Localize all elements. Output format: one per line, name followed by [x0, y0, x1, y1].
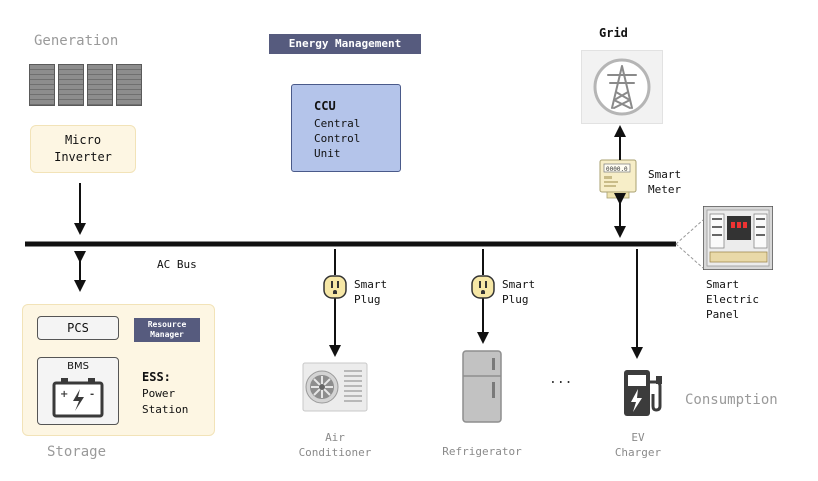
ac-bus-label: AC Bus: [157, 258, 197, 271]
pcs-box: PCS: [37, 316, 119, 340]
battery-icon: + -: [52, 378, 104, 418]
svg-text:+: +: [60, 389, 68, 400]
energy-management-title: Energy Management: [269, 34, 421, 54]
smart-plug-icon: [471, 275, 495, 299]
smart-meter-label: Smart Meter: [648, 168, 682, 196]
svg-text:-: -: [90, 389, 94, 400]
storage-title: Storage: [47, 444, 107, 460]
device-label-refrigerator: Refrigerator: [442, 445, 522, 458]
electric-panel-icon: [702, 205, 774, 271]
micro-inverter-label: Micro Inverter: [54, 133, 112, 164]
bms-label: BMS: [67, 361, 89, 372]
resource-manager-box: Resource Manager: [134, 318, 200, 342]
grid-box: [581, 50, 663, 124]
ccu-description: Central Control Unit: [314, 117, 361, 160]
solar-panel-icon: [29, 64, 142, 108]
transmission-tower-icon: [593, 58, 651, 116]
ess-text: ESS: Power Station: [142, 369, 188, 418]
smart-meter-icon: 0000.0: [598, 159, 638, 199]
ess-title: ESS:: [142, 370, 171, 384]
smart-electric-panel-label: Smart Electric Panel: [706, 278, 759, 321]
device-label-air-conditioner: Air Conditioner: [298, 431, 372, 459]
generation-title: Generation: [34, 33, 119, 49]
more-devices-ellipsis: ...: [549, 372, 573, 387]
smart-plug-label-fridge: Smart Plug: [502, 278, 536, 306]
panel-callout-line: [675, 219, 704, 245]
bms-box: BMS + -: [37, 357, 119, 425]
air-conditioner-icon: [302, 362, 368, 412]
ess-description: Power Station: [142, 387, 189, 416]
ccu-box: CCU Central Control Unit: [291, 84, 401, 172]
device-label-ev-charger: EV Charger: [614, 431, 662, 459]
smart-plug-icon: [323, 275, 347, 299]
grid-title: Grid: [599, 26, 628, 40]
svg-text:0000.0: 0000.0: [606, 166, 628, 173]
consumption-title: Consumption: [685, 392, 778, 408]
smart-plug-label-ac: Smart Plug: [354, 278, 388, 306]
micro-inverter-box: Micro Inverter: [30, 125, 136, 173]
ccu-title: CCU: [314, 99, 336, 113]
ev-charger-icon: [624, 370, 662, 416]
refrigerator-icon: [462, 350, 502, 423]
